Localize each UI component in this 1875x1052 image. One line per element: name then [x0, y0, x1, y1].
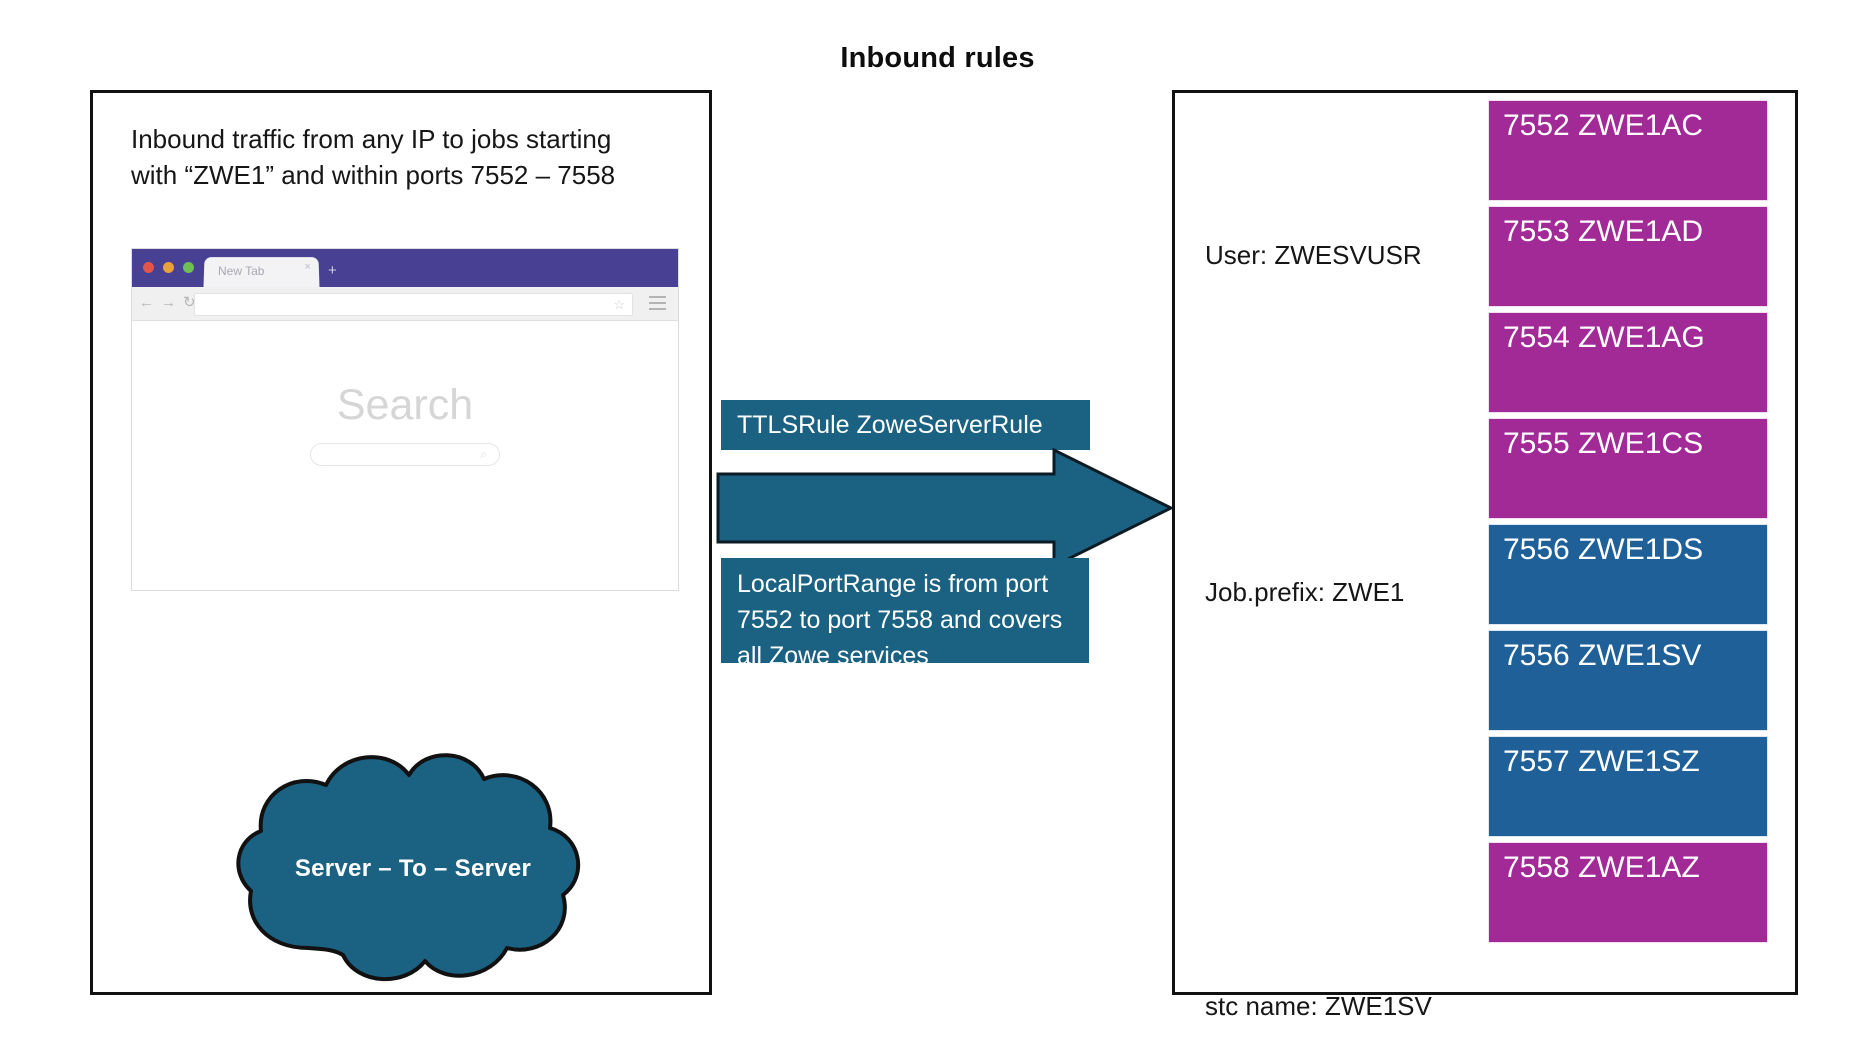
port-box: 7552 ZWE1AC — [1488, 100, 1768, 201]
tab-close-icon[interactable]: × — [304, 261, 312, 274]
browser-nav-icons: ← → ↻ — [139, 295, 196, 311]
left-panel: Inbound traffic from any IP to jobs star… — [90, 90, 712, 995]
label-job-prefix: Job.prefix: ZWE1 — [1205, 577, 1405, 607]
left-panel-description: Inbound traffic from any IP to jobs star… — [131, 124, 616, 190]
port-box: 7557 ZWE1SZ — [1488, 736, 1768, 837]
browser-content-area: Search ⌕ — [132, 321, 678, 590]
callout-ttls-rule: TTLSRule ZoweServerRule — [721, 400, 1090, 450]
label-stc-name: stc name: ZWE1SV — [1205, 991, 1432, 1021]
browser-window-mock: New Tab × + ← → ↻ ☆ — [131, 248, 679, 591]
port-box: 7554 ZWE1AG — [1488, 312, 1768, 413]
port-box: 7556 ZWE1DS — [1488, 524, 1768, 625]
menu-line — [649, 296, 666, 299]
hamburger-menu-icon[interactable] — [649, 296, 666, 310]
right-arrow-icon — [716, 447, 1175, 569]
page-title: Inbound rules — [840, 42, 1035, 74]
close-window-icon[interactable] — [143, 262, 154, 273]
port-list: 7552 ZWE1AC 7553 ZWE1AD 7554 ZWE1AG 7555… — [1488, 100, 1768, 948]
cloud-label: Server – To – Server — [294, 855, 532, 882]
port-box: 7556 ZWE1SV — [1488, 630, 1768, 731]
port-box: 7553 ZWE1AD — [1488, 206, 1768, 307]
menu-line — [649, 307, 666, 310]
maximize-window-icon[interactable] — [183, 262, 194, 273]
url-input[interactable]: ☆ — [194, 293, 633, 316]
browser-toolbar: ← → ↻ ☆ — [132, 287, 678, 321]
minimize-window-icon[interactable] — [163, 262, 174, 273]
forward-arrow-icon[interactable]: → — [161, 294, 176, 311]
menu-line — [649, 301, 666, 305]
cloud-shape-icon — [236, 753, 581, 982]
port-box: 7558 ZWE1AZ — [1488, 842, 1768, 943]
flow-arrow — [716, 447, 1176, 569]
browser-tab[interactable]: New Tab × — [203, 257, 320, 288]
bookmark-star-icon[interactable]: ☆ — [613, 297, 625, 312]
reload-icon[interactable]: ↻ — [183, 294, 196, 311]
search-input[interactable]: ⌕ — [310, 443, 500, 466]
server-to-server-cloud: Server – To – Server — [213, 733, 613, 998]
browser-titlebar: New Tab × + — [132, 249, 678, 288]
search-icon: ⌕ — [480, 447, 487, 461]
label-user: User: ZWESVUSR — [1205, 240, 1422, 270]
back-arrow-icon[interactable]: ← — [139, 294, 154, 311]
port-box: 7555 ZWE1CS — [1488, 418, 1768, 519]
browser-tab-label: New Tab — [217, 264, 265, 279]
window-controls[interactable] — [143, 262, 194, 273]
new-tab-icon[interactable]: + — [328, 262, 337, 279]
search-heading: Search — [336, 381, 474, 429]
callout-local-port-range: LocalPortRange is from port 7552 to port… — [721, 558, 1089, 670]
